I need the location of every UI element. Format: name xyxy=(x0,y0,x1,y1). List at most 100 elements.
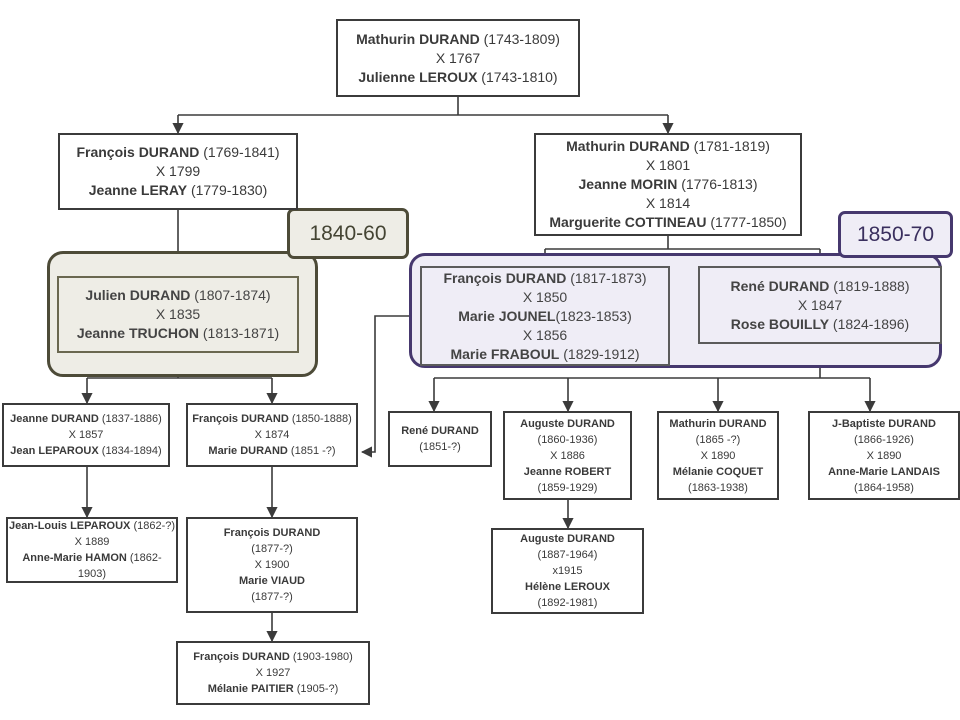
info-line: X 1900 xyxy=(254,559,290,571)
person-line: Jeanne ROBERT xyxy=(505,464,630,480)
info-line: (1877-?) xyxy=(251,543,293,555)
info-line: (1887-1964) xyxy=(537,549,598,561)
person-name: Jeanne ROBERT xyxy=(523,465,612,478)
info-line: (1877-?) xyxy=(251,591,293,603)
person-line: Auguste DURAND xyxy=(505,416,630,432)
person-line: Marie FRABOUL (1829-1912) xyxy=(422,345,668,364)
person-line: François DURAND (1769-1841) xyxy=(60,143,296,162)
person-line: Marie VIAUD xyxy=(188,573,356,589)
info-line: X 1856 xyxy=(522,326,568,343)
info-line: X 1874 xyxy=(254,429,290,441)
person-name: François DURAND xyxy=(193,651,290,663)
person-dates: (1781-1819) xyxy=(689,138,770,154)
person-line: Marie DURAND (1851 -?) xyxy=(188,443,356,459)
person-dates: (1813-1871) xyxy=(198,325,280,341)
person-name: Marie FRABOUL xyxy=(450,345,560,362)
person-line: François DURAND (1850-1888) xyxy=(188,411,356,427)
info-line: X 1890 xyxy=(866,449,902,462)
person-line: Jeanne MORIN (1776-1813) xyxy=(536,175,800,194)
person-name: Jeanne LERAY xyxy=(88,182,188,198)
person-dates: (1807-1874) xyxy=(190,287,271,303)
person-line: Jeanne LERAY (1779-1830) xyxy=(60,181,296,200)
person-name: François DURAND xyxy=(76,144,200,160)
person-name: Mathurin DURAND xyxy=(356,30,480,47)
period-tag-1840-60: 1840-60 xyxy=(287,208,409,259)
person-dates: (1829-1912) xyxy=(559,345,640,362)
person-line: Hélène LEROUX xyxy=(493,579,642,595)
info-line: X 1857 xyxy=(68,429,104,441)
period-tag-1850-70: 1850-70 xyxy=(838,211,953,258)
person-line: J-Baptiste DURAND xyxy=(810,416,958,432)
person-line: François DURAND (1903-1980) xyxy=(178,649,368,665)
person-dates: (1824-1896) xyxy=(829,315,910,332)
person-name: François DURAND xyxy=(192,413,289,425)
person-dates: (1743-1809) xyxy=(479,30,560,47)
person-line: Mathurin DURAND (1743-1809) xyxy=(338,30,578,49)
person-dates: (1817-1873) xyxy=(566,269,647,286)
person-name: Marie VIAUD xyxy=(238,575,306,587)
rene-1851-box: René DURAND(1851-?) xyxy=(388,411,492,467)
person-name: René DURAND xyxy=(401,425,479,437)
person-line: Julienne LEROUX (1743-1810) xyxy=(338,68,578,87)
person-name: Mathurin DURAND xyxy=(566,138,690,154)
info-line: X 1890 xyxy=(700,449,736,462)
person-name: Mélanie PAITIER xyxy=(207,683,294,695)
info-line: x1915 xyxy=(552,565,583,577)
person-line: Marie JOUNEL(1823-1853) xyxy=(422,307,668,326)
person-dates: (1905-?) xyxy=(293,683,339,695)
person-name: Julien DURAND xyxy=(85,287,191,303)
info-line: 1903) xyxy=(77,568,107,580)
person-line: Mathurin DURAND xyxy=(659,416,777,432)
info-line: X 1850 xyxy=(522,288,568,305)
info-line: X 1814 xyxy=(645,195,691,211)
person-line: François DURAND (1817-1873) xyxy=(422,269,668,288)
person-name: J-Baptiste DURAND xyxy=(832,417,936,430)
person-line: François DURAND xyxy=(188,525,356,541)
person-line: Jeanne DURAND (1837-1886) xyxy=(4,411,168,427)
person-line: René DURAND xyxy=(390,423,490,439)
person-name: Jeanne DURAND xyxy=(10,413,99,425)
info-line: (1864-1958) xyxy=(854,481,914,494)
person-name: Rose BOUILLY xyxy=(730,315,830,332)
person-name: René DURAND xyxy=(730,277,830,294)
person-dates: (1777-1850) xyxy=(706,214,787,230)
info-line: X 1847 xyxy=(797,296,843,313)
person-line: Jean LEPAROUX (1834-1894) xyxy=(4,443,168,459)
info-line: (1863-1938) xyxy=(688,481,748,494)
person-line: Mélanie PAITIER (1905-?) xyxy=(178,681,368,697)
person-dates: (1823-1853) xyxy=(555,307,632,324)
person-dates: (1779-1830) xyxy=(187,182,268,198)
info-line: X 1889 xyxy=(74,536,110,548)
person-line: Julien DURAND (1807-1874) xyxy=(59,286,297,305)
person-name: Jean LEPAROUX xyxy=(10,445,99,457)
person-line: Jeanne TRUCHON (1813-1871) xyxy=(59,324,297,343)
person-dates: (1776-1813) xyxy=(677,176,758,192)
person-name: Jeanne TRUCHON xyxy=(76,325,199,341)
person-name: François DURAND xyxy=(223,527,321,539)
person-dates: (1743-1810) xyxy=(477,68,558,85)
person-dates: (1862-?) xyxy=(130,520,176,532)
person-name: Anne-Marie HAMON xyxy=(22,552,127,564)
info-line: (1866-1926) xyxy=(854,433,914,446)
person-name: Marguerite COTTINEAU xyxy=(549,214,707,230)
person-name: François DURAND xyxy=(443,269,567,286)
person-line: Anne-Marie HAMON (1862- xyxy=(8,550,176,566)
person-name: Mélanie COQUET xyxy=(672,465,764,478)
info-line: X 1835 xyxy=(155,306,201,322)
person-line: Rose BOUILLY (1824-1896) xyxy=(700,315,940,334)
person-line: Mélanie COQUET xyxy=(659,464,777,480)
person-line: René DURAND (1819-1888) xyxy=(700,277,940,296)
person-line: Jean-Louis LEPAROUX (1862-?) xyxy=(8,518,176,534)
info-line: (1865 -?) xyxy=(695,433,741,446)
